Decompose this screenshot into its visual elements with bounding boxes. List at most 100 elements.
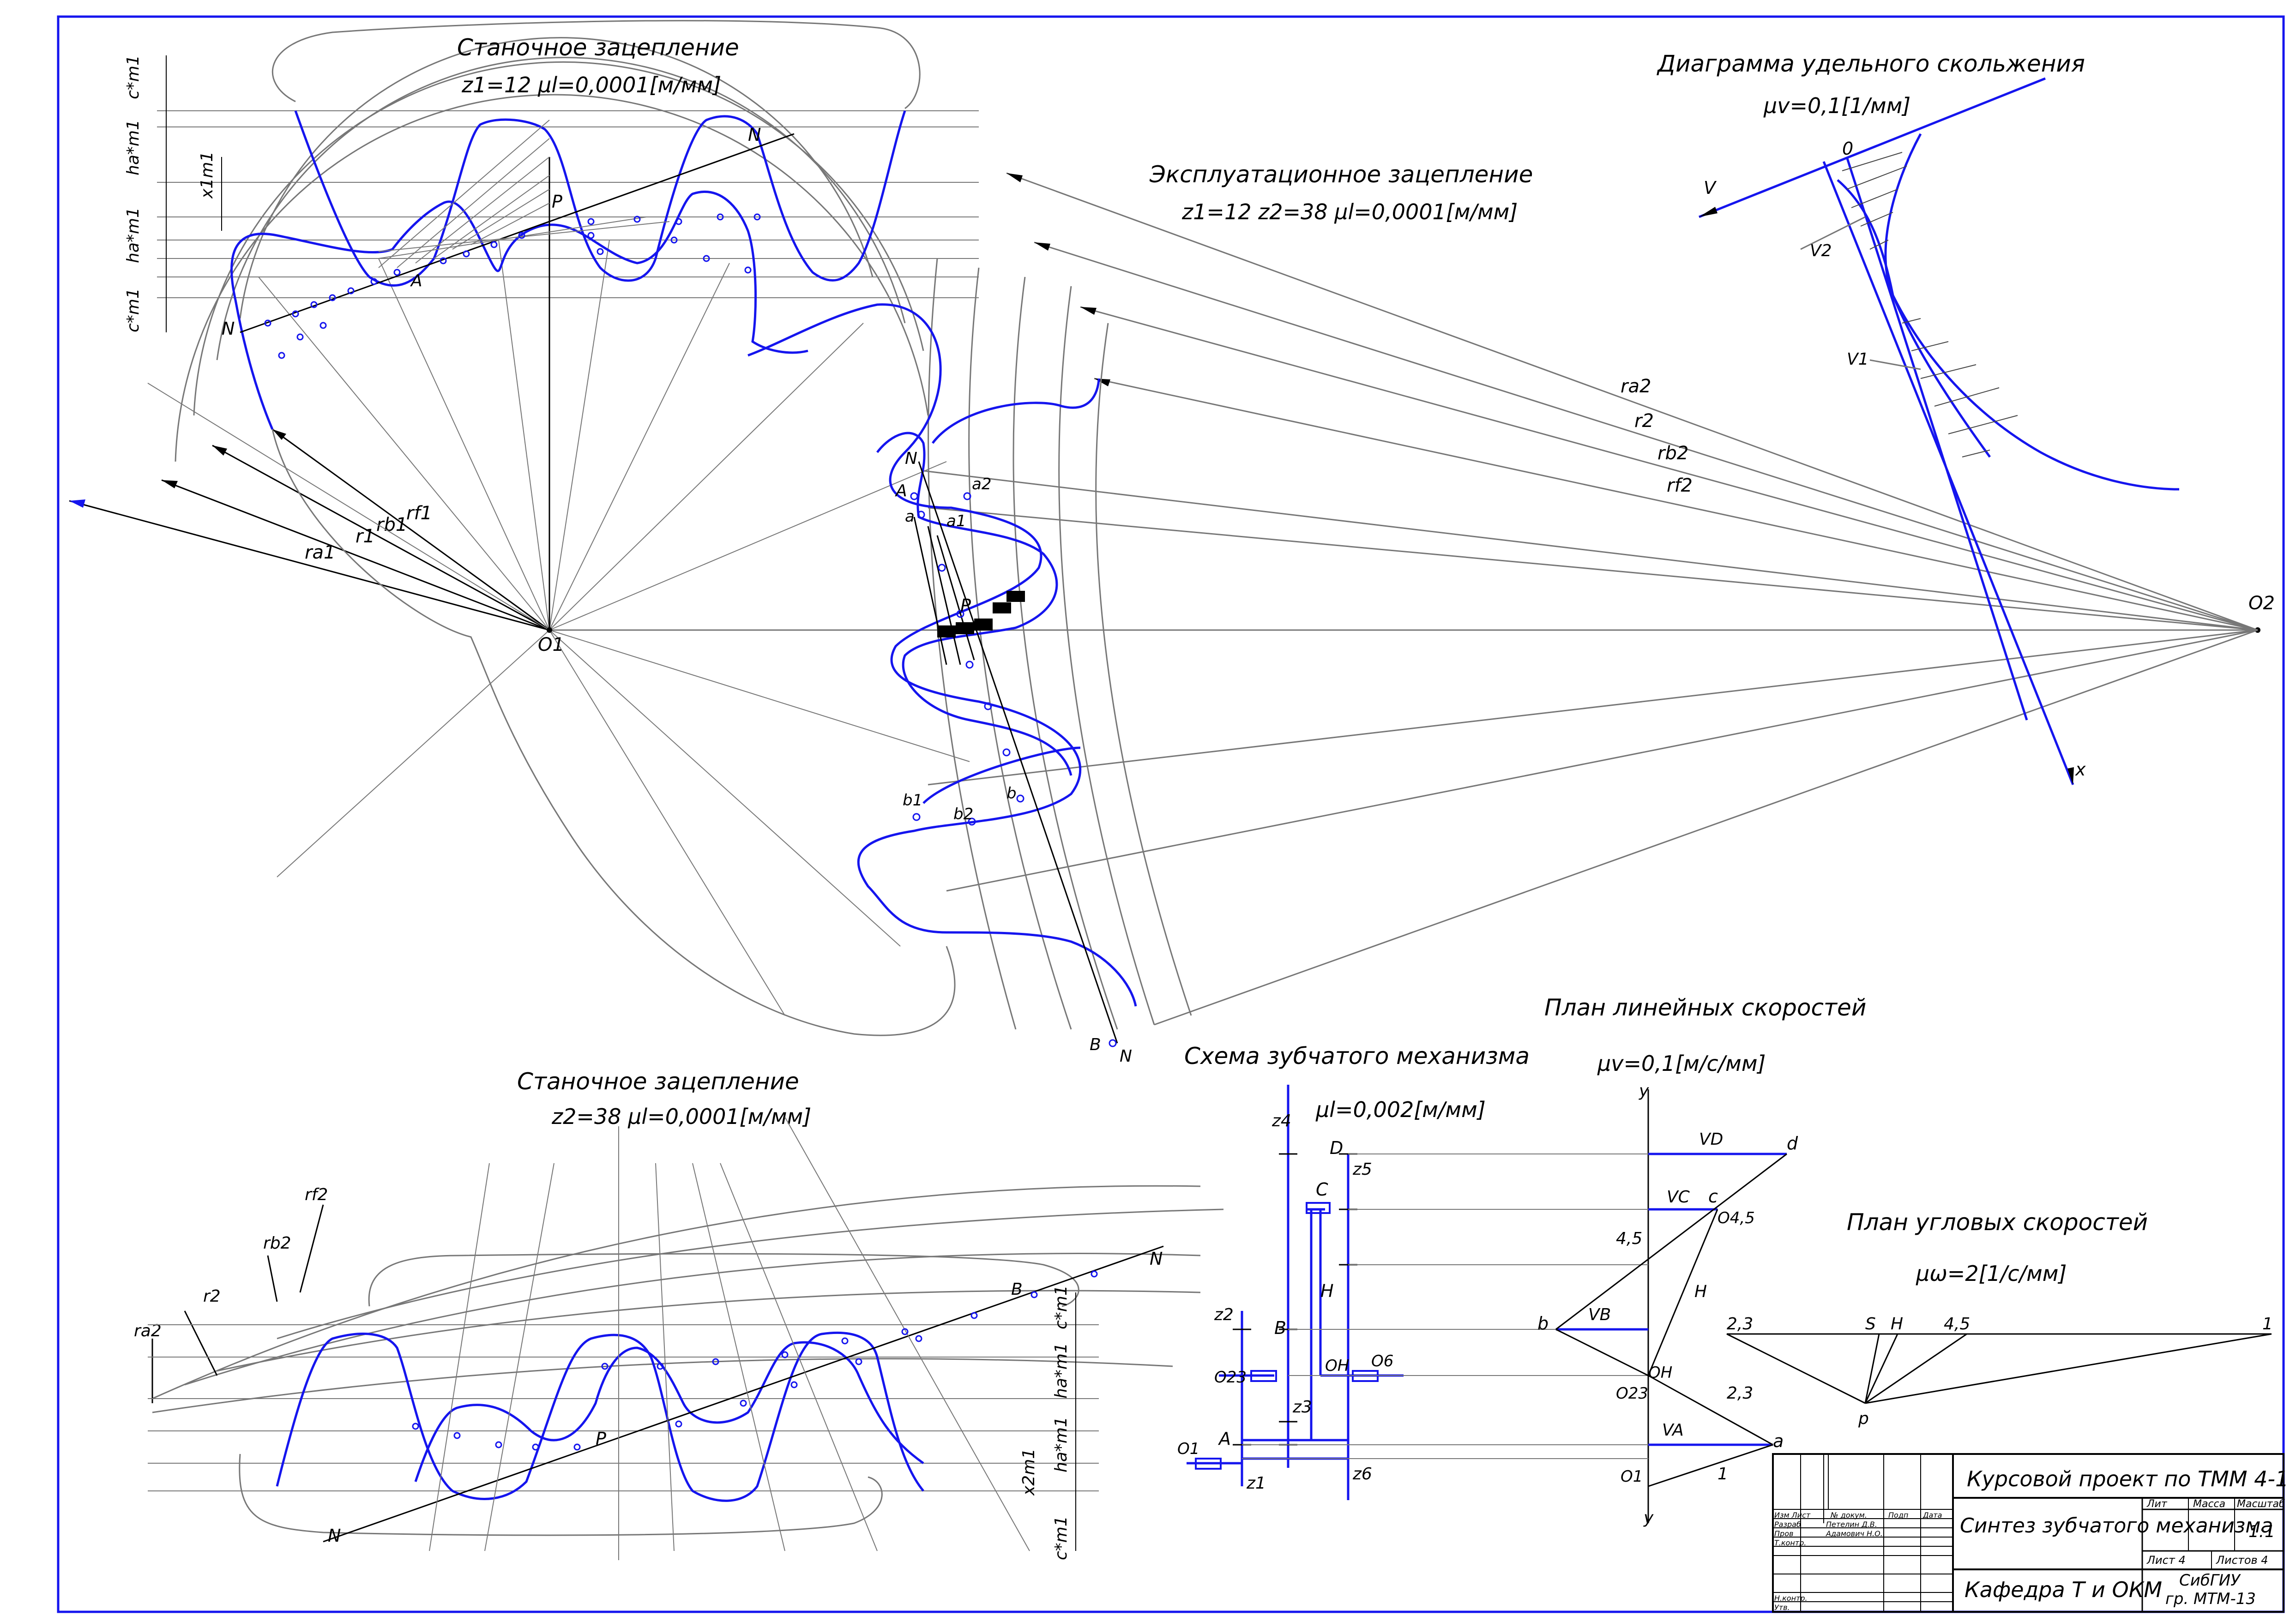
gear2-gen-arrows (151, 1204, 324, 1403)
label-lv-H: H (1694, 1282, 1707, 1301)
label-OH-sch: OH (1325, 1357, 1349, 1375)
slip-curve-1 (1884, 133, 2180, 491)
stamp-group: гр. МТМ-13 (2165, 1590, 2256, 1608)
label-lv-y-top: y (1639, 1081, 1649, 1100)
label-P-exp: P (960, 595, 971, 616)
label-D-sch: D (1330, 1138, 1343, 1158)
stamp-tk: Т.контр. (1774, 1538, 1806, 1547)
slip-x-axis-2 (1845, 156, 2028, 721)
label-xm2: x2m1 (1019, 1448, 1038, 1496)
label-a1: a1 (946, 512, 966, 530)
slip-curve-2 (1837, 179, 1991, 458)
label-V: V (1704, 178, 1717, 198)
stanok2-params: z2=38 μl=0,0001[м/мм] (551, 1104, 811, 1129)
stamp-sheet: Лист 4 (2146, 1554, 2186, 1567)
label-rf2: rf2 (1667, 475, 1693, 496)
gear2-radius-lines (923, 172, 2258, 1026)
label-z6: z6 (1352, 1465, 1372, 1484)
label-N-exp2: N (1120, 1047, 1132, 1066)
stamp-nk: Н.контр. (1774, 1594, 1808, 1603)
label-cm1-bot: c*m1 (124, 288, 143, 332)
stamp-title: Синтез зубчатого механизма (1960, 1514, 2273, 1538)
label-rb2: rb2 (1657, 443, 1688, 464)
linvel-title: План линейных скоростей (1544, 994, 1866, 1021)
label-N-r1b: N (748, 125, 761, 145)
gear1-gen-profile (230, 191, 808, 430)
label-A-r1: A (410, 271, 422, 290)
lv-rays (1555, 1153, 1787, 1487)
label-A-sch: A (1217, 1429, 1231, 1449)
label-VD: VD (1699, 1130, 1723, 1149)
slip-hatching (1842, 152, 2018, 457)
stamp-scale: 1:1 (2248, 1522, 2275, 1541)
label-O45: O4,5 (1717, 1209, 1755, 1227)
gear1-radials (147, 240, 970, 1016)
label-r2-g: r2 (203, 1287, 221, 1306)
label-N-r1a: N (222, 318, 235, 339)
label-ra2: ra2 (1621, 376, 1651, 397)
label-A-exp: A (895, 481, 907, 500)
label-r2: r2 (1634, 410, 1654, 432)
gear1-body (271, 429, 956, 1036)
exploit-params: z1=12 z2=38 μl=0,0001[м/мм] (1181, 199, 1518, 224)
label-lv-O23: O23 (1616, 1384, 1648, 1403)
label-r1: r1 (356, 526, 375, 547)
title-block: Курсовой проект по ТММ 4-1 Синтез зубчат… (1772, 1453, 2289, 1613)
title-block-grid (1773, 1454, 1953, 1612)
scheme-title: Схема зубчатого механизма (1184, 1043, 1530, 1069)
label-av-p: p (1858, 1409, 1869, 1428)
linear-velocity-plan: План линейных скоростей μv=0,1[м/с/мм] y (1242, 994, 1866, 1527)
av-rays (1726, 1333, 2272, 1404)
label-B-sch: B (1274, 1318, 1286, 1338)
gear1-profile (876, 432, 1073, 776)
gear2-profile (747, 303, 1137, 1007)
rack1-points (264, 213, 761, 359)
stamp-lit: Лит (2146, 1498, 2168, 1510)
rack1-teeth (294, 110, 906, 287)
rack-gearing-2: Станочное зацепление z2=38 μl=0,0001[м/м… (134, 1068, 1224, 1560)
linvel-params: μv=0,1[м/с/мм] (1597, 1051, 1766, 1076)
stanok1-title: Станочное зацепление (457, 34, 739, 61)
slip-V-axis (1699, 77, 2046, 218)
label-b2: b2 (953, 805, 973, 823)
exploit-title: Эксплуатационное зацепление (1149, 161, 1533, 188)
stamp-course: Курсовой проект по ТММ 4-1 (1967, 1466, 2289, 1491)
rack2-teeth (276, 1331, 924, 1502)
rack1-dimensions (166, 55, 222, 332)
angular-velocity-plan: План угловых скоростей μω=2[1/с/мм] 2,3 … (1726, 1209, 2273, 1428)
label-O2: O2 (2248, 593, 2275, 614)
label-B-r2: B (1011, 1280, 1023, 1299)
stamp-r1d: Дата (1922, 1511, 1942, 1520)
label-a: a (905, 507, 915, 526)
label-N-r2b: N (1150, 1249, 1163, 1269)
label-C-sch: C (1316, 1179, 1328, 1200)
rack-gearing-1: Станочное зацепление z1=12 μl=0,0001[м/м… (124, 20, 979, 630)
label-cm2-top: c*m1 (1052, 1285, 1071, 1329)
stamp-mass: Масса (2193, 1498, 2225, 1510)
lv-vectors (1556, 1153, 1787, 1446)
stamp-sheets: Листов 4 (2216, 1554, 2268, 1567)
stamp-scale-h: Масштаб (2237, 1498, 2285, 1510)
label-a2: a2 (972, 475, 991, 493)
label-av-45: 4,5 (1944, 1315, 1970, 1334)
gear-train-scheme: Схема зубчатого механизма μl=0,002[м/мм] (1177, 1043, 1530, 1500)
gear2-profile-inner (922, 378, 1100, 804)
angvel-params: μω=2[1/с/мм] (1916, 1261, 2067, 1286)
label-av-S: S (1865, 1315, 1876, 1334)
label-lv-y-bot: y (1643, 1508, 1654, 1527)
gear2-gen-profile (414, 1341, 924, 1482)
label-hm2-bot: ha*m1 (1052, 1417, 1071, 1472)
label-rf2-g: rf2 (305, 1185, 328, 1204)
stamp-org: СибГИУ (2179, 1571, 2241, 1590)
rack1-ref-lines (157, 110, 979, 298)
label-av-H: H (1891, 1315, 1903, 1334)
rack2-outline (239, 1253, 1079, 1536)
label-rb2-g: rb2 (263, 1234, 291, 1253)
label-N-r2a: N (328, 1526, 341, 1546)
label-V2: V2 (1810, 241, 1832, 260)
label-lv-O1: O1 (1621, 1467, 1643, 1486)
label-c: c (1708, 1186, 1718, 1207)
label-O6-sch: O6 (1371, 1352, 1393, 1370)
stanok2-title: Станочное зацепление (517, 1068, 799, 1095)
label-x: x (2075, 759, 2086, 780)
